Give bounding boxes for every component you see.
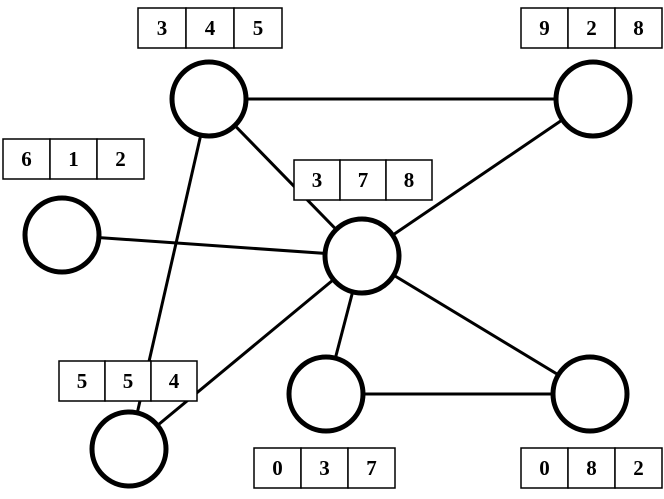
label-cell — [58, 360, 106, 402]
label-cell — [185, 7, 235, 49]
nodes — [22, 59, 633, 489]
edge-center-to-bottom-left — [128, 254, 363, 451]
edge-left-to-center — [61, 233, 363, 258]
label-cell — [614, 447, 663, 489]
label-digit: 3 — [312, 168, 323, 192]
label-digit: 9 — [539, 16, 550, 40]
label-cell — [347, 447, 396, 489]
label-digit: 4 — [205, 16, 216, 40]
label-box-top-left: 3 4 5 — [137, 7, 283, 49]
label-cell — [233, 7, 283, 49]
label-cell — [614, 7, 663, 49]
label-box-bottom-left: 5 5 4 — [58, 360, 198, 402]
label-digit: 3 — [319, 456, 330, 480]
label-digit: 0 — [272, 456, 283, 480]
label-digit: 8 — [404, 168, 415, 192]
label-cell — [567, 447, 616, 489]
node-top-right — [553, 59, 633, 139]
label-box-left: 6 1 2 — [2, 138, 145, 180]
label-cell — [253, 447, 302, 489]
label-cell — [104, 360, 152, 402]
label-cell — [150, 360, 198, 402]
label-digit: 5 — [77, 369, 88, 393]
node-bottom-right — [550, 354, 630, 434]
label-digit: 0 — [539, 456, 550, 480]
label-cell — [567, 7, 616, 49]
label-digit: 6 — [21, 147, 32, 171]
node-left — [22, 195, 102, 275]
label-cell — [385, 159, 433, 201]
label-digit: 8 — [586, 456, 597, 480]
label-cell — [339, 159, 387, 201]
label-box-bottom-middle: 0 3 7 — [253, 447, 396, 489]
label-cell — [300, 447, 349, 489]
edge-center-to-bottom-right — [361, 254, 591, 396]
label-box-bottom-right: 0 8 2 — [520, 447, 663, 489]
label-box-center: 3 7 8 — [293, 159, 433, 201]
label-digit: 8 — [633, 16, 644, 40]
label-digit: 2 — [586, 16, 597, 40]
node-bottom-left — [89, 409, 169, 489]
label-digit: 2 — [633, 456, 644, 480]
label-digit: 5 — [123, 369, 134, 393]
label-digit: 1 — [68, 147, 79, 171]
label-digit: 3 — [157, 16, 168, 40]
label-digit: 7 — [366, 456, 377, 480]
label-box-top-right: 9 2 8 — [520, 7, 663, 49]
label-cell — [49, 138, 98, 180]
label-cell — [520, 447, 569, 489]
label-cell — [293, 159, 341, 201]
label-digit: 5 — [253, 16, 264, 40]
node-center — [322, 216, 402, 296]
label-digit: 4 — [169, 369, 180, 393]
label-cell — [96, 138, 145, 180]
label-cell — [2, 138, 51, 180]
label-digit: 2 — [115, 147, 126, 171]
label-boxes: 3 4 5 9 2 8 6 1 2 3 7 8 5 5 4 0 3 7 0 8 2 — [2, 7, 663, 489]
edge-top-right-to-center — [361, 97, 594, 258]
label-digit: 7 — [358, 168, 369, 192]
node-top-left — [169, 59, 249, 139]
label-cell — [520, 7, 569, 49]
node-bottom-middle — [286, 354, 366, 434]
